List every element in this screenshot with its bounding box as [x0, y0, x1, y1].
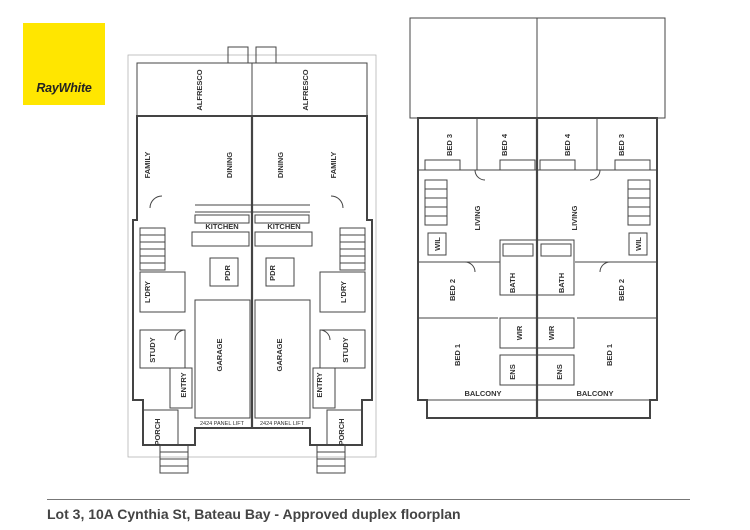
logo-text: RayWhite: [36, 81, 92, 95]
room-alfresco-left: ALFRESCO: [195, 69, 204, 110]
room-pdr-right: PDR: [268, 265, 277, 281]
room-ens-right: ENS: [555, 364, 564, 379]
room-porch-left: PORCH: [153, 418, 162, 445]
room-living-left: LIVING: [473, 205, 482, 230]
room-family-left: FAMILY: [143, 152, 152, 179]
room-bed4-left: BED 4: [500, 133, 509, 156]
room-bath-left: BATH: [508, 273, 517, 293]
garage-door-left: 2424 PANEL LIFT: [200, 421, 245, 427]
room-entry-left: ENTRY: [179, 372, 188, 397]
room-kitchen-right: KITCHEN: [267, 222, 300, 231]
ground-floor-plan: [127, 46, 377, 474]
room-bed3-left: BED 3: [445, 134, 454, 156]
raywhite-logo: RayWhite: [23, 23, 105, 105]
room-ens-left: ENS: [508, 364, 517, 379]
room-balcony-right: BALCONY: [576, 389, 613, 398]
room-entry-right: ENTRY: [315, 372, 324, 397]
room-pdr-left: PDR: [223, 265, 232, 281]
room-bed2-left: BED 2: [448, 279, 457, 301]
first-floor-plan: [409, 17, 666, 419]
room-kitchen-left: KITCHEN: [205, 222, 238, 231]
room-wir-right: WIR: [547, 325, 556, 340]
room-laundry-left: L'DRY: [143, 281, 152, 303]
room-balcony-left: BALCONY: [464, 389, 501, 398]
room-garage-right: GARAGE: [275, 339, 284, 372]
room-wir-left: WIR: [515, 325, 524, 340]
room-bed2-right: BED 2: [617, 279, 626, 301]
room-living-right: LIVING: [570, 205, 579, 230]
room-wil-right: WIL: [634, 237, 643, 251]
room-bed1-left: BED 1: [453, 344, 462, 366]
page-caption: Lot 3, 10A Cynthia St, Bateau Bay - Appr…: [47, 506, 461, 522]
caption-divider: [47, 499, 690, 500]
room-garage-left: GARAGE: [215, 339, 224, 372]
room-bed3-right: BED 3: [617, 134, 626, 156]
room-bath-right: BATH: [557, 273, 566, 293]
room-dining-left: DINING: [225, 152, 234, 178]
room-laundry-right: L'DRY: [339, 281, 348, 303]
room-wil-left: WIL: [433, 237, 442, 251]
room-alfresco-right: ALFRESCO: [301, 69, 310, 110]
room-porch-right: PORCH: [337, 418, 346, 445]
room-bed1-right: BED 1: [605, 344, 614, 366]
room-study-right: STUDY: [341, 337, 350, 362]
room-dining-right: DINING: [276, 152, 285, 178]
room-bed4-right: BED 4: [563, 133, 572, 156]
garage-door-right: 2424 PANEL LIFT: [260, 421, 305, 427]
room-family-right: FAMILY: [329, 152, 338, 179]
room-study-left: STUDY: [148, 337, 157, 362]
